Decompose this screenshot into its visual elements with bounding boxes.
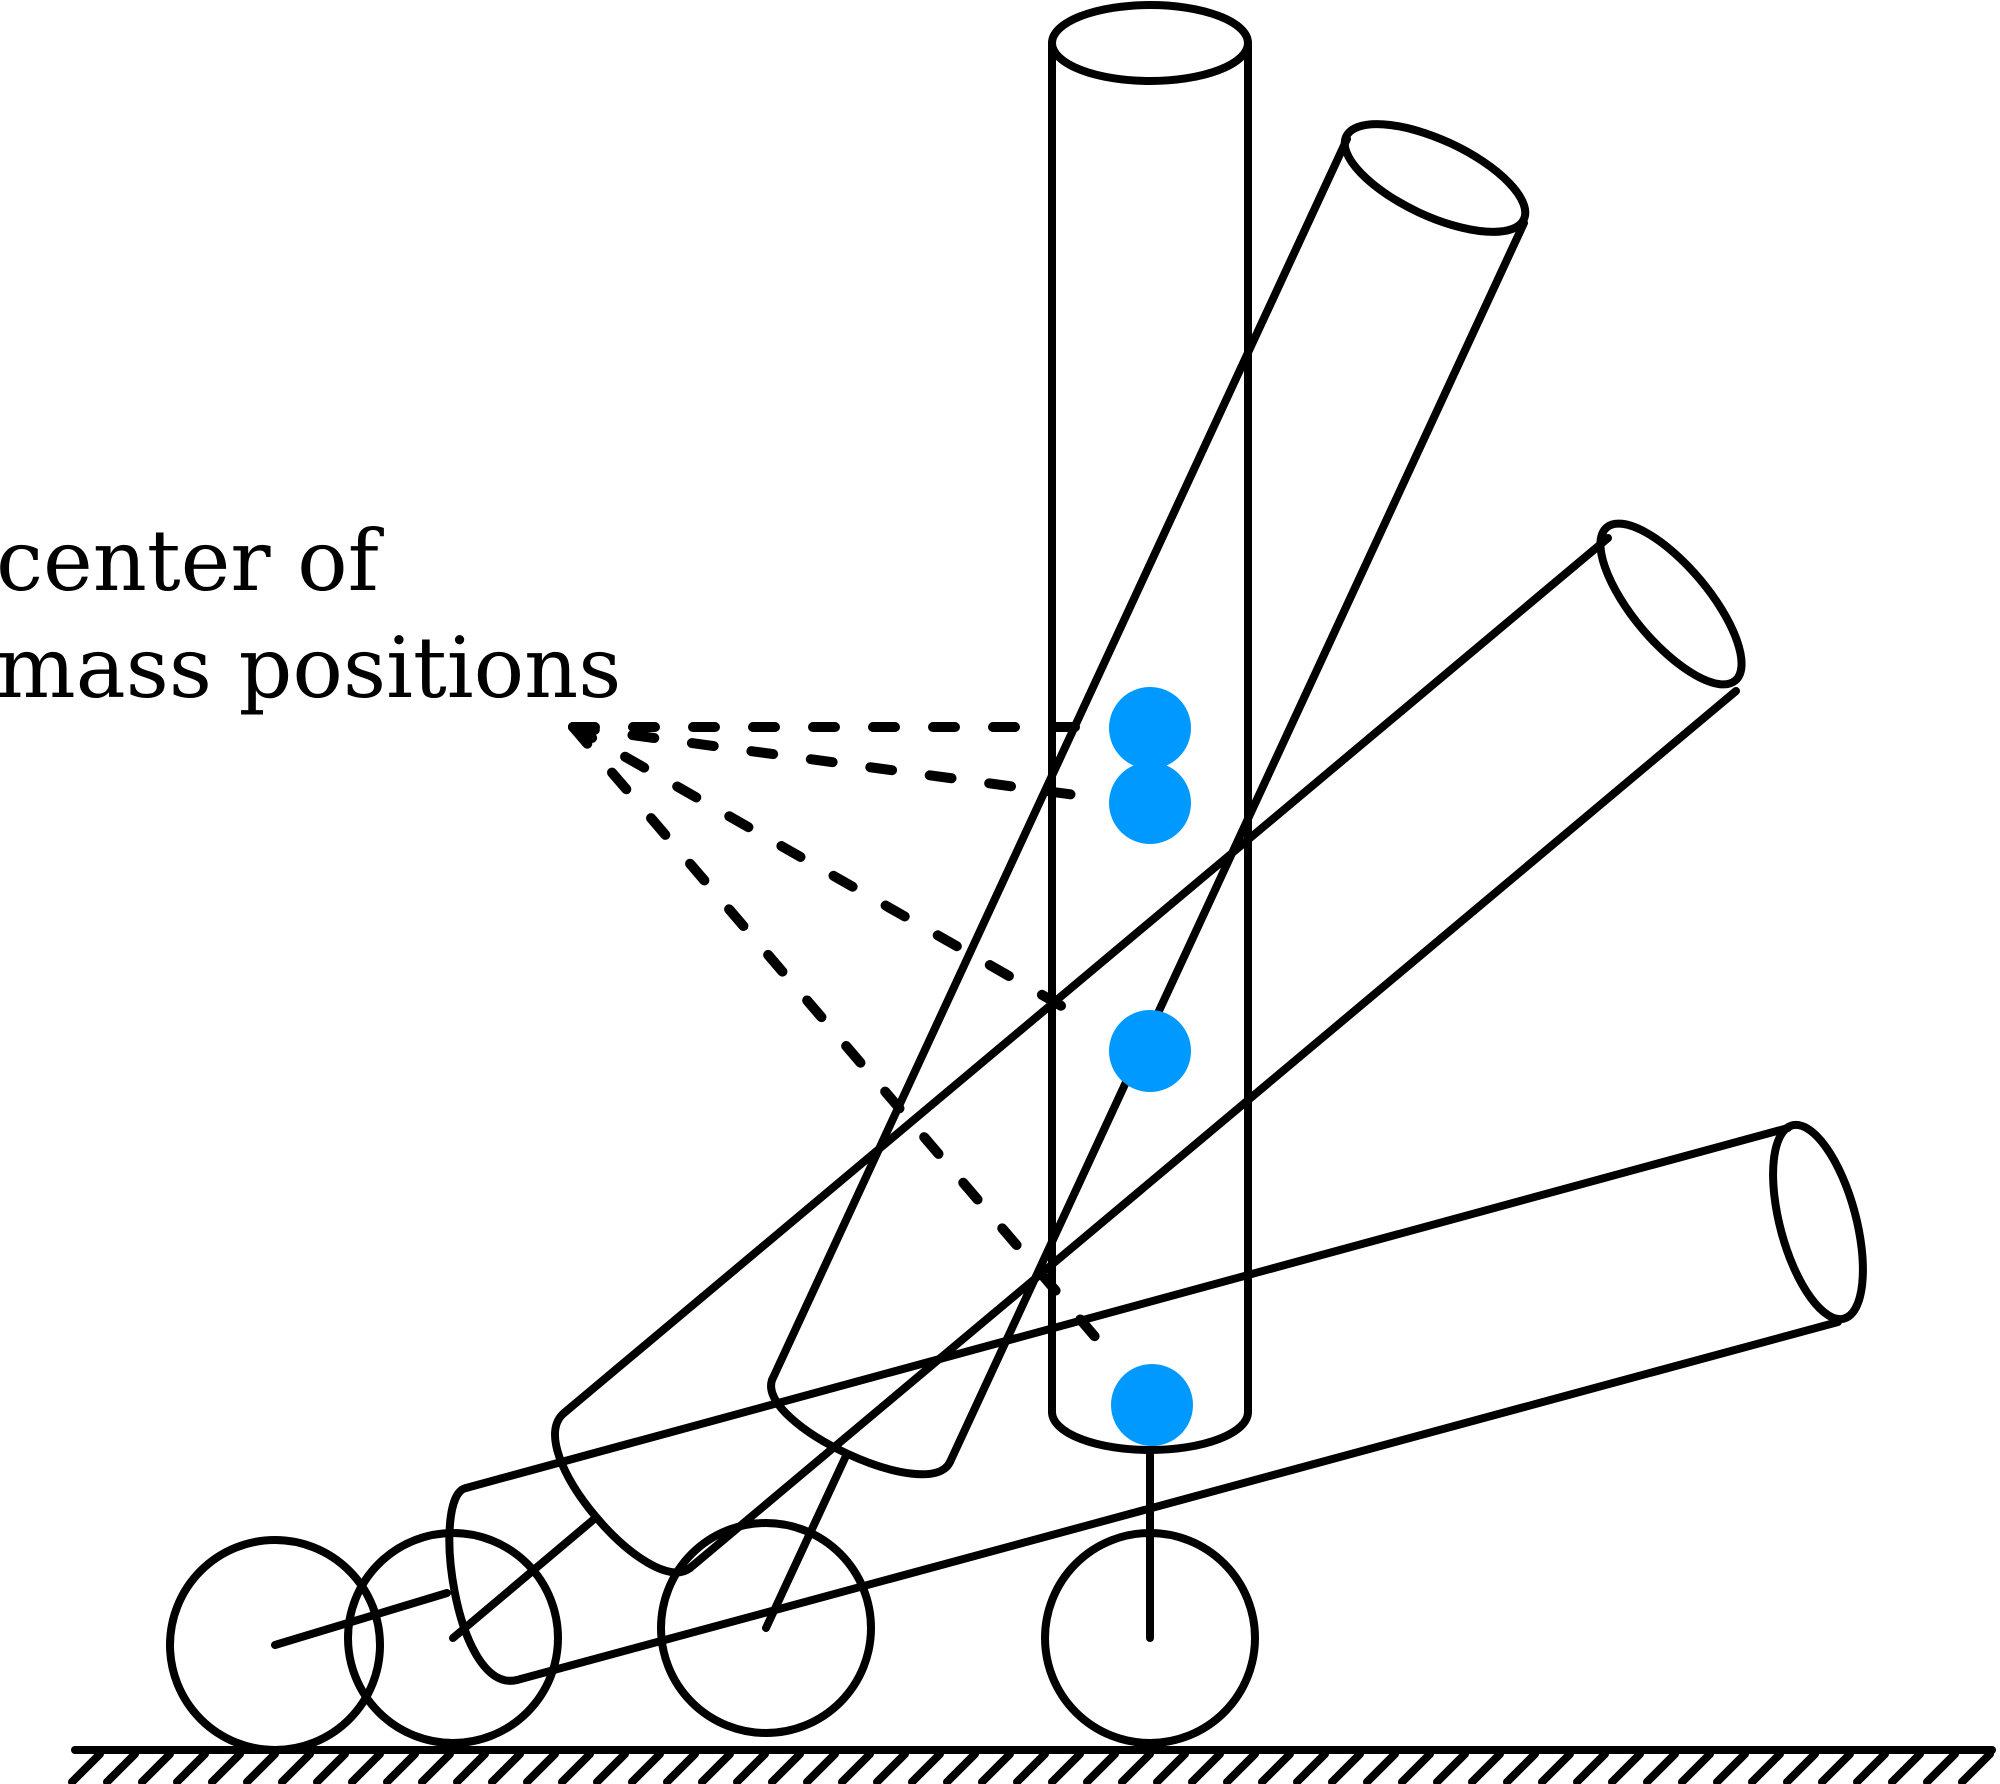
ground-hatch-mark bbox=[873, 1750, 909, 1784]
wheel-position-4 bbox=[166, 1536, 384, 1754]
ground-hatch-mark bbox=[1013, 1750, 1049, 1784]
ground-hatch-mark bbox=[943, 1750, 979, 1784]
ground-hatch-mark bbox=[908, 1750, 944, 1784]
ground-hatch-mark bbox=[1573, 1750, 1609, 1784]
ground-hatch-mark bbox=[1608, 1750, 1644, 1784]
rod-tilted-medium-top-cap bbox=[1596, 519, 1746, 689]
rods bbox=[271, 1, 1867, 1685]
ground-hatch-mark bbox=[1153, 1750, 1189, 1784]
ground-hatch-mark bbox=[1433, 1750, 1469, 1784]
ground-hatch-mark bbox=[558, 1750, 594, 1784]
ground-hatch-mark bbox=[1293, 1750, 1329, 1784]
wheel-position-2 bbox=[657, 1519, 875, 1737]
rod-tilted-large-bottom-cap bbox=[445, 1484, 521, 1685]
ground-hatch-mark bbox=[1958, 1750, 1994, 1784]
center-of-mass-points bbox=[1109, 687, 1193, 1446]
ground-hatch-mark bbox=[1328, 1750, 1364, 1784]
pointer-lines bbox=[568, 722, 1120, 1365]
rod-tilted-small-bottom-cap bbox=[767, 1376, 954, 1479]
ground-hatch-mark bbox=[978, 1750, 1014, 1784]
ground-hatch-mark bbox=[1853, 1750, 1889, 1784]
ground-hatch-mark bbox=[768, 1750, 804, 1784]
ground-hatch-mark bbox=[243, 1750, 279, 1784]
rod-tilted-medium-bottom-cap bbox=[551, 1409, 694, 1577]
ground-hatch-mark bbox=[383, 1750, 419, 1784]
ground-hatch-mark bbox=[1923, 1750, 1959, 1784]
ground bbox=[68, 1746, 1996, 1784]
rod-tilted-large-axle bbox=[271, 1589, 451, 1649]
pointer-to-com-3 bbox=[568, 722, 1098, 1029]
rod-tilted-large-top-cap bbox=[1769, 1120, 1867, 1324]
center-of-mass-dot bbox=[1111, 1364, 1193, 1446]
ground-hatch-mark bbox=[1783, 1750, 1819, 1784]
ground-hatch-mark bbox=[838, 1750, 874, 1784]
center-of-mass-dot bbox=[1109, 1010, 1191, 1092]
ground-hatch-mark bbox=[488, 1750, 524, 1784]
ground-hatch-mark bbox=[628, 1750, 664, 1784]
ground-hatch-mark bbox=[1678, 1750, 1714, 1784]
center-of-mass-dot bbox=[1109, 762, 1191, 844]
ground-hatch-mark bbox=[1363, 1750, 1399, 1784]
rod-tilted-medium bbox=[449, 519, 1746, 1642]
pointer-to-com-4 bbox=[568, 722, 1120, 1365]
rod-vertical-top-cap bbox=[1048, 1, 1252, 85]
ground-hatch-mark bbox=[663, 1750, 699, 1784]
ground-hatch-mark bbox=[1503, 1750, 1539, 1784]
ground-hatch-mark bbox=[1538, 1750, 1574, 1784]
ground-hatch-mark bbox=[1398, 1750, 1434, 1784]
ground-hatch-mark bbox=[593, 1750, 629, 1784]
rod-tilted-small-top-cap bbox=[1340, 120, 1530, 236]
ground-hatch-mark bbox=[138, 1750, 174, 1784]
ground-hatching bbox=[68, 1750, 1994, 1784]
annotation-line-1: center of bbox=[0, 512, 385, 610]
rod-tilted-medium-axle bbox=[449, 1516, 597, 1642]
wheels bbox=[166, 1519, 1259, 1754]
ground-hatch-mark bbox=[1118, 1750, 1154, 1784]
rod-tilted-large bbox=[271, 1120, 1867, 1685]
ground-hatch-mark bbox=[453, 1750, 489, 1784]
ground-hatch-mark bbox=[348, 1750, 384, 1784]
ground-hatch-mark bbox=[523, 1750, 559, 1784]
ground-hatch-mark bbox=[698, 1750, 734, 1784]
ground-hatch-mark bbox=[1048, 1750, 1084, 1784]
ground-hatch-mark bbox=[418, 1750, 454, 1784]
ground-hatch-mark bbox=[278, 1750, 314, 1784]
ground-hatch-mark bbox=[1818, 1750, 1854, 1784]
rod-tilted-small bbox=[762, 120, 1530, 1632]
ground-hatch-mark bbox=[803, 1750, 839, 1784]
ground-hatch-mark bbox=[1748, 1750, 1784, 1784]
rod-tilted-small-axle bbox=[762, 1454, 849, 1632]
ground-hatch-mark bbox=[173, 1750, 209, 1784]
ground-hatch-mark bbox=[68, 1750, 104, 1784]
ground-hatch-mark bbox=[1188, 1750, 1224, 1784]
ground-hatch-mark bbox=[1468, 1750, 1504, 1784]
ground-hatch-mark bbox=[1713, 1750, 1749, 1784]
ground-hatch-mark bbox=[313, 1750, 349, 1784]
ground-hatch-mark bbox=[103, 1750, 139, 1784]
ground-hatch-mark bbox=[1083, 1750, 1119, 1784]
annotation-label: center of mass positions bbox=[0, 512, 621, 717]
pointer-to-com-2 bbox=[568, 722, 1095, 802]
ground-hatch-mark bbox=[1888, 1750, 1924, 1784]
ground-hatch-mark bbox=[1643, 1750, 1679, 1784]
annotation-line-2: mass positions bbox=[0, 619, 621, 717]
ground-hatch-mark bbox=[208, 1750, 244, 1784]
center-of-mass-dot bbox=[1109, 687, 1191, 769]
ground-hatch-mark bbox=[1258, 1750, 1294, 1784]
ground-hatch-mark bbox=[733, 1750, 769, 1784]
ground-hatch-mark bbox=[1223, 1750, 1259, 1784]
